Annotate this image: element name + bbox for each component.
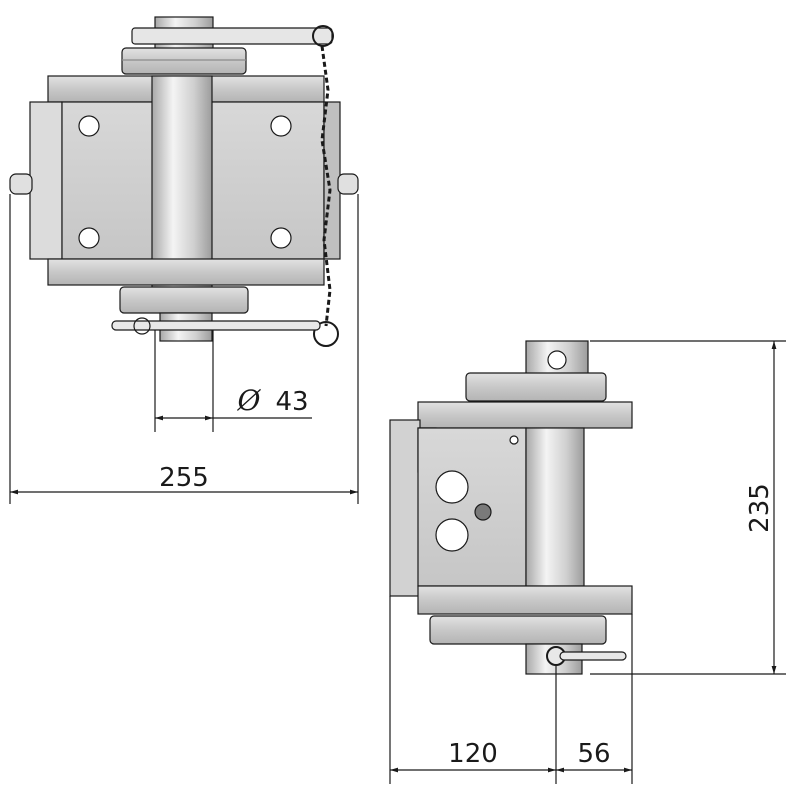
side-bolt — [474, 503, 492, 521]
front-view — [9, 16, 359, 347]
side-hole-lower — [435, 518, 469, 552]
bolt-hole — [270, 227, 292, 249]
side-top-collar — [465, 372, 607, 402]
retaining-chain — [320, 45, 332, 327]
side-hole-upper — [435, 470, 469, 504]
side-bottom-collar — [429, 615, 607, 645]
bolt-hole — [78, 115, 100, 137]
left-stud — [9, 173, 33, 195]
dim-label-43: 43 — [275, 387, 308, 417]
dim-label-120: 120 — [448, 739, 498, 769]
lock-clip — [133, 317, 151, 335]
bolt-hole — [270, 115, 292, 137]
right-stud — [337, 173, 359, 195]
dim-label-255: 255 — [159, 463, 209, 493]
top-collar — [121, 47, 247, 75]
bolt-hole — [78, 227, 100, 249]
side-cylinder — [525, 427, 585, 587]
lower-lock-pin — [111, 320, 321, 331]
side-small-hole — [509, 435, 519, 445]
side-back-plate — [389, 419, 421, 597]
lock-handle — [131, 27, 333, 45]
side-top-bar — [417, 401, 633, 429]
dim-label-56: 56 — [577, 739, 610, 769]
side-lock-pin — [559, 651, 627, 661]
side-dimensions — [389, 340, 786, 784]
bottom-collar — [119, 286, 249, 314]
front-dimensions — [9, 194, 359, 504]
chain-ring — [313, 321, 339, 347]
side-bottom-bar — [417, 585, 633, 615]
side-main-plate — [417, 427, 527, 587]
housing-bottom-bar — [47, 258, 325, 286]
left-side-plate — [29, 101, 63, 260]
pin-hole — [547, 350, 567, 370]
side-view — [389, 340, 633, 675]
dim-label-235: 235 — [745, 483, 775, 533]
central-cylinder — [151, 75, 213, 291]
dim-diameter-symbol: Ø — [237, 384, 262, 417]
